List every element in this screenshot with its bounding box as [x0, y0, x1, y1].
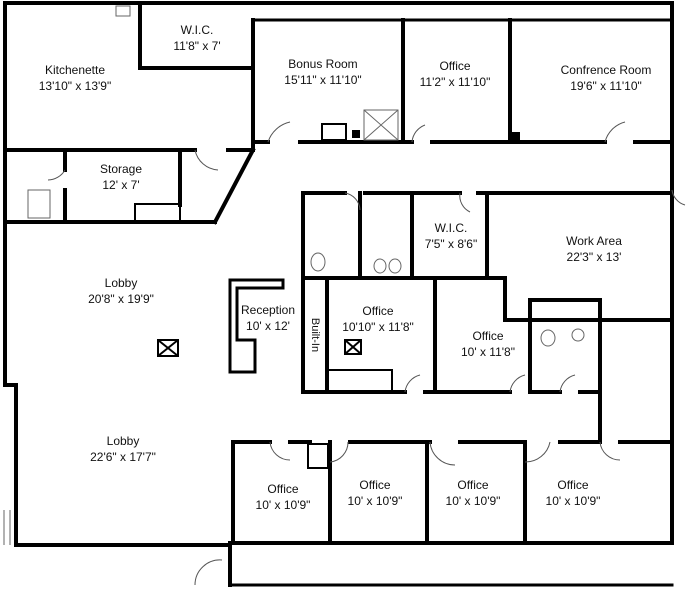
- door-office-b3[interactable]: [429, 441, 456, 466]
- bonus-cabinet: [321, 123, 347, 141]
- room-office-b1: Office 10' x 10'9": [256, 481, 311, 513]
- room-name: Kitchenette: [44, 63, 106, 77]
- door-office-b2[interactable]: [329, 441, 349, 463]
- outer-wall-bottom-left: [14, 543, 232, 587]
- room-dims: 13'10" x 13'9": [38, 79, 112, 93]
- sink-icon-restroom: [373, 258, 387, 274]
- appliance-icon: [27, 189, 51, 219]
- room-office-top: Office 11'2" x 11'10": [420, 58, 491, 90]
- room-lobby-upper: Lobby 20'8" x 19'9": [88, 275, 154, 307]
- room-conference: Confrence Room 19'6" x 11'10": [561, 62, 652, 94]
- reception-counter: [228, 278, 285, 374]
- room-name: Office: [267, 482, 299, 496]
- room-lobby-lower: Lobby 22'6" x 17'7": [90, 433, 156, 465]
- room-office-b3: Office 10' x 10'9": [446, 477, 501, 509]
- room-dims: 10'10" x 11'8": [342, 320, 414, 334]
- wall-wic-upper: [138, 1, 255, 70]
- room-dims: 15'11" x 11'10": [284, 73, 362, 87]
- room-name: Bonus Room: [288, 57, 358, 71]
- room-name: Work Area: [566, 234, 622, 248]
- shower-icon: [363, 109, 399, 141]
- door-office-right[interactable]: [509, 374, 526, 393]
- builtin-label: Built-In: [309, 317, 321, 353]
- chase-icon: [352, 130, 360, 138]
- door-restroom-a[interactable]: [344, 192, 361, 211]
- room-dims: 10' x 10'9": [255, 498, 311, 512]
- door-office-b1[interactable]: [269, 441, 291, 461]
- outer-wall-left-lower: [3, 383, 18, 547]
- toilet-icon-3: [540, 329, 556, 347]
- column-icon: [157, 339, 179, 357]
- room-wic-2: W.I.C. 7'5" x 8'6": [425, 220, 477, 252]
- room-office-b4: Office 10' x 10'9": [546, 477, 601, 509]
- office-shelf: [326, 369, 393, 393]
- chase-icon-2: [512, 132, 520, 140]
- room-name: Lobby: [106, 434, 140, 448]
- door-storage[interactable]: [47, 169, 66, 181]
- room-name: Reception: [240, 303, 296, 317]
- door-entry[interactable]: [194, 559, 223, 586]
- storage-shelf: [134, 203, 181, 223]
- shower-cross-icon: [363, 109, 399, 141]
- room-name: Office: [457, 478, 489, 492]
- room-name: Storage: [99, 162, 143, 176]
- office-b1-closet: [307, 443, 329, 469]
- room-dims: 10' x 10'9": [445, 494, 501, 508]
- column-cross-icon-2: [344, 339, 362, 355]
- room-dims: 19'6" x 11'10": [570, 79, 642, 93]
- room-office-b2: Office 10' x 10'9": [348, 477, 403, 509]
- room-dims: 10' x 10'9": [347, 494, 403, 508]
- column-cross-icon: [157, 339, 179, 357]
- room-dims: 20'8" x 19'9": [88, 292, 154, 306]
- work-area-bottom: [503, 276, 674, 322]
- room-kitchenette: Kitchenette 13'10" x 13'9": [39, 62, 112, 94]
- room-storage: Storage 12' x 7': [100, 161, 142, 193]
- room-name: Lobby: [104, 276, 138, 290]
- room-name: Office: [557, 478, 589, 492]
- window-lobby: [3, 510, 11, 545]
- sink-icon-2: [571, 328, 585, 342]
- toilet-icon-2: [388, 258, 402, 274]
- room-reception: Reception 10' x 12': [241, 302, 295, 334]
- door-restroom2[interactable]: [559, 374, 576, 393]
- room-dims: 11'8" x 7': [173, 39, 221, 53]
- door-work-area[interactable]: [671, 189, 686, 206]
- room-dims: 10' x 11'8": [461, 345, 515, 359]
- room-dims: 22'6" x 17'7": [90, 450, 156, 464]
- door-office-mid[interactable]: [404, 374, 421, 393]
- door-office-b5[interactable]: [599, 441, 621, 461]
- room-name: W.I.C.: [180, 23, 214, 37]
- room-name: Office: [359, 478, 391, 492]
- room-bonus: Bonus Room 15'11" x 11'10": [284, 56, 361, 88]
- sink-icon: [115, 5, 131, 17]
- room-office-right: Office 10' x 11'8": [461, 328, 515, 360]
- restroom2-top-right: [528, 298, 602, 442]
- room-dims: 10' x 10'9": [545, 494, 601, 508]
- room-name: Office: [472, 329, 504, 343]
- room-name: W.I.C.: [434, 221, 468, 235]
- column-icon-2: [344, 339, 362, 355]
- door-storage-right[interactable]: [194, 149, 219, 171]
- wall-storage-diagonal: [212, 147, 256, 225]
- door-bonus[interactable]: [267, 121, 291, 143]
- room-dims: 12' x 7': [102, 178, 140, 192]
- door-office-top[interactable]: [411, 124, 426, 143]
- room-name: Confrence Room: [560, 63, 652, 77]
- room-dims: 7'5" x 8'6": [424, 237, 478, 251]
- door-office-b4[interactable]: [524, 441, 551, 463]
- room-work-area: Work Area 22'3" x 13': [566, 233, 622, 265]
- room-name: Office: [362, 304, 394, 318]
- room-dims: 22'3" x 13': [566, 250, 622, 264]
- door-conf[interactable]: [604, 121, 626, 143]
- room-name: Office: [439, 59, 471, 73]
- door-wic2[interactable]: [459, 192, 471, 213]
- room-wic: W.I.C. 11'8" x 7': [173, 22, 220, 54]
- toilet-icon: [310, 252, 326, 272]
- room-dims: 10' x 12': [246, 319, 290, 333]
- room-dims: 11'2" x 11'10": [419, 75, 491, 89]
- room-office-mid: Office 10'10" x 11'8": [342, 303, 414, 335]
